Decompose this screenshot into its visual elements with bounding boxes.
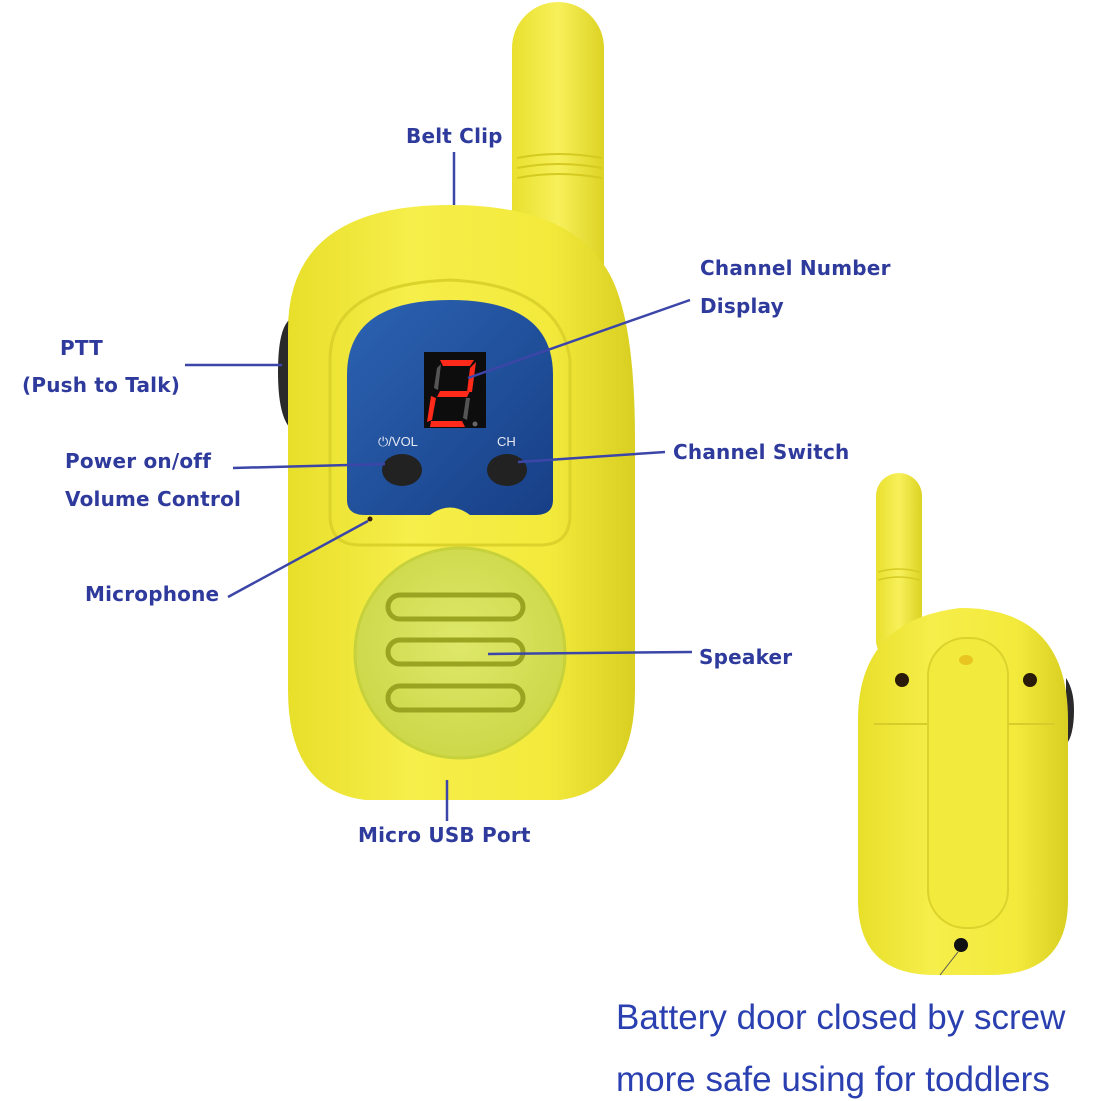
label-push-to-talk: (Push to Talk) (22, 373, 181, 397)
vol-button-label: ⏻/VOL (378, 434, 418, 449)
speaker-leader (487, 650, 693, 656)
caption-line-2: more safe using for toddlers (616, 1060, 1050, 1099)
back-antenna (876, 473, 922, 663)
channel-switch-leader (517, 450, 666, 464)
label-channel-switch: Channel Switch (673, 440, 850, 464)
label-display: Display (700, 294, 784, 318)
label-volume: Volume Control (65, 487, 242, 511)
label-channel-number: Channel Number (700, 256, 891, 280)
label-microphone: Microphone (85, 582, 220, 606)
display-leader (467, 298, 691, 380)
label-power: Power on/off (65, 449, 212, 473)
label-ptt: PTT (60, 336, 104, 360)
channel-button[interactable] (487, 454, 527, 486)
battery-door-screw (954, 938, 968, 952)
front-radio (278, 2, 635, 800)
power-leader (232, 462, 386, 470)
label-belt-clip: Belt Clip (406, 124, 503, 148)
label-speaker: Speaker (699, 645, 793, 669)
caption-line-1: Battery door closed by screw (616, 998, 1066, 1037)
seven-segment-digit (427, 360, 478, 427)
label-micro-usb: Micro USB Port (358, 823, 531, 847)
belt-clip (927, 637, 1009, 929)
microphone-leader (227, 519, 369, 599)
ch-button-label: CH (497, 434, 516, 449)
callout-lines (185, 152, 693, 821)
power-volume-button[interactable] (382, 454, 422, 486)
microphone-hole (367, 516, 373, 522)
back-radio (858, 473, 1074, 976)
